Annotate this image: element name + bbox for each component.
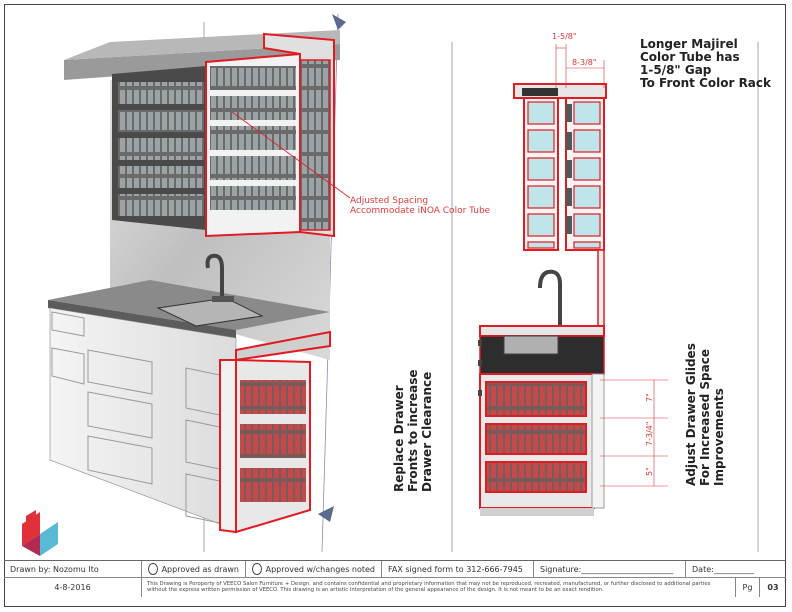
sheet-border [4, 4, 786, 607]
note-majirel-gap: Longer Majirel Color Tube has 1-5/8" Gap… [640, 38, 771, 90]
page-number: 03 [767, 582, 779, 592]
date-field[interactable]: Date:__________ [692, 564, 754, 574]
drawing-date: 4-8-2016 [4, 577, 142, 597]
note-replace-drawer: Replace Drawer Fronts to increase Drawer… [392, 369, 434, 492]
dim-drawer-mid: 7-3/4" [645, 421, 654, 446]
note-majirel-line3: 1-5/8" Gap [640, 63, 712, 77]
approved-with-changes-option[interactable]: Approved w/changes noted [246, 561, 382, 577]
note-adjusted-line1: Adjusted Spacing [350, 196, 429, 206]
approved-as-drawn-label: Approved as drawn [161, 564, 239, 574]
title-block: Drawn by: Nozomu Ito Approved as drawn A… [4, 560, 786, 608]
approved-as-drawn-radio[interactable] [148, 563, 158, 575]
note-replace-line2: Fronts to increase [406, 369, 420, 492]
dim-drawer-bottom: 5" [645, 467, 654, 476]
note-glides-line3: Improvements [712, 388, 726, 486]
left-tube-column [527, 101, 555, 249]
note-replace-line1: Replace Drawer [392, 385, 406, 492]
signature-field[interactable]: Signature:_______________________ [534, 561, 686, 577]
note-majirel-line2: Color Tube has [640, 50, 740, 64]
dim-drawer-top: 7" [645, 393, 654, 402]
drawer-section [485, 381, 587, 493]
dim-depth: 8-3/8" [572, 58, 597, 67]
note-glides-line1: Adjust Drawer Glides [684, 343, 698, 486]
note-adjust-glides: Adjust Drawer Glides For Increased Space… [684, 343, 726, 486]
note-majirel-line1: Longer Majirel [640, 37, 738, 51]
approved-with-changes-label: Approved w/changes noted [265, 564, 375, 574]
fax-instructions: FAX signed form to 312-666-7945 [382, 561, 534, 577]
page-label: Pg [736, 577, 760, 597]
drawn-by: Drawn by: Nozomu Ito [4, 561, 142, 577]
side-elevation [478, 44, 668, 516]
open-drawer [219, 330, 331, 534]
leader-adjusted-spacing [231, 111, 351, 199]
perspective-view [48, 14, 351, 534]
view-arrow-bottom [318, 506, 334, 522]
note-adjusted-spacing: Adjusted Spacing Accommodate iNOA Color … [350, 196, 490, 216]
disclaimer: This Drawing is Poroperty of VEECO Salon… [142, 577, 736, 597]
approved-as-drawn-option[interactable]: Approved as drawn [142, 561, 246, 577]
veeco-logo [22, 510, 58, 556]
view-arrow-top [332, 14, 346, 30]
approved-with-changes-radio[interactable] [252, 563, 262, 575]
note-glides-line2: For Increased Space [698, 349, 712, 486]
note-replace-line3: Drawer Clearance [420, 371, 434, 492]
note-majirel-line4: To Front Color Rack [640, 76, 771, 90]
right-color-rack [205, 32, 335, 238]
note-adjusted-line2: Accommodate iNOA Color Tube [350, 206, 491, 216]
dimension-lines [555, 44, 668, 487]
dim-gap: 1-5/8" [552, 32, 577, 41]
right-tube-column [573, 101, 601, 249]
left-color-rack [118, 82, 204, 216]
